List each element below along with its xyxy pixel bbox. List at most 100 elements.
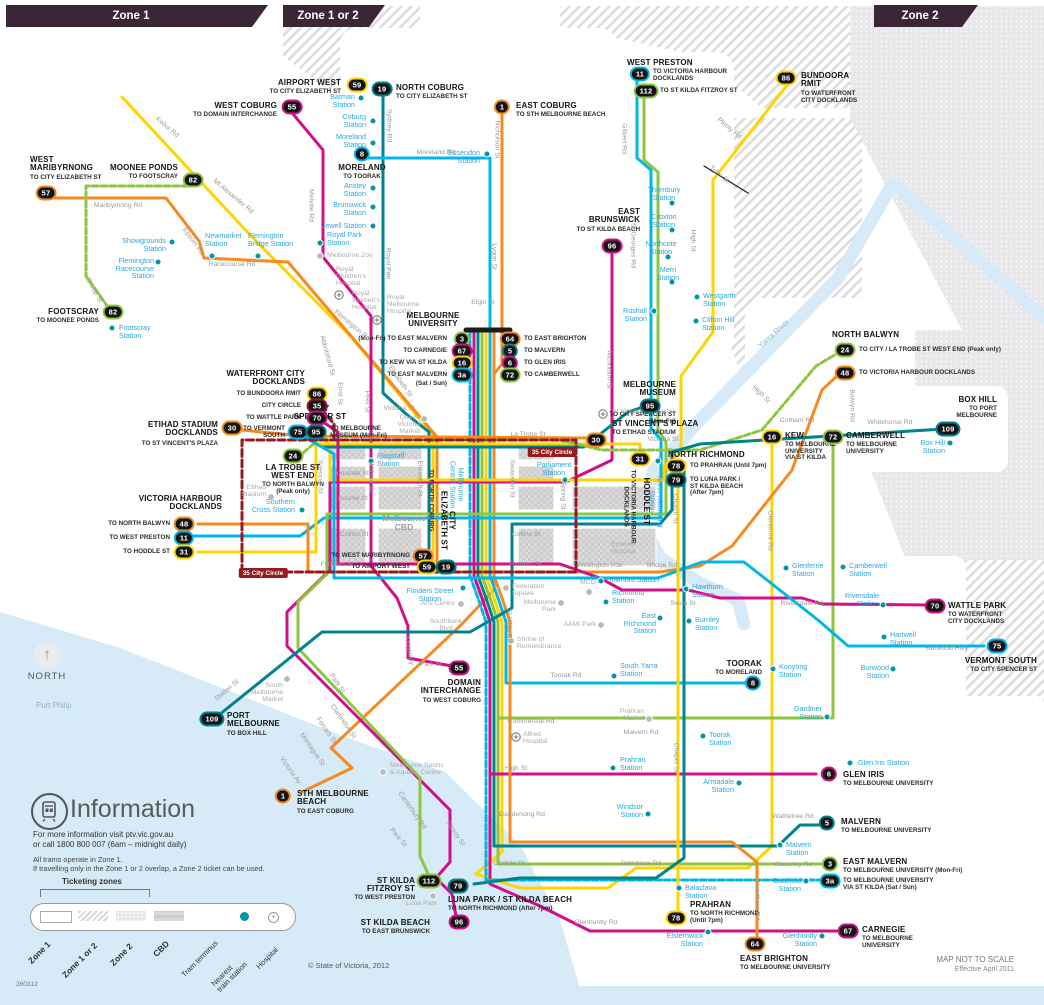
route-line-67 bbox=[472, 330, 842, 933]
train-station-dot bbox=[357, 94, 365, 102]
route-line-1 bbox=[300, 110, 504, 794]
route-line-109 bbox=[212, 427, 946, 721]
train-station-dot bbox=[483, 150, 491, 158]
map-code: 260312 bbox=[16, 981, 38, 988]
train-station-dot bbox=[818, 932, 826, 940]
route-line-79 bbox=[472, 464, 686, 886]
legend-cbd-swatch bbox=[154, 911, 184, 921]
train-station-dot bbox=[946, 439, 954, 447]
landmark-dot bbox=[379, 768, 387, 776]
landmark-dot bbox=[645, 715, 653, 723]
route-line-48 bbox=[196, 373, 840, 574]
train-station-dot bbox=[846, 759, 854, 767]
zone-tab-zone-1: Zone 1 bbox=[6, 5, 268, 27]
landmark-dot bbox=[316, 252, 324, 260]
train-station-dot bbox=[168, 238, 176, 246]
train-station-dot bbox=[316, 239, 324, 247]
route-line-tyler-st bbox=[703, 165, 749, 194]
train-station-dot bbox=[561, 476, 569, 484]
zone-tab-zone-2: Zone 2 bbox=[874, 5, 978, 27]
train-station-dot bbox=[682, 585, 690, 593]
train-station-dot bbox=[668, 278, 676, 286]
route-line-57 bbox=[44, 196, 439, 568]
train-station-dot bbox=[369, 139, 377, 147]
train-station-dot bbox=[602, 598, 610, 606]
route-line-8 bbox=[362, 156, 752, 685]
train-station-dot bbox=[650, 307, 658, 315]
train-station-dot bbox=[668, 226, 676, 234]
train-station-dot bbox=[685, 617, 693, 625]
legend-train-station-dot bbox=[240, 912, 249, 921]
route-line-5 bbox=[476, 330, 822, 848]
info-line1: For more information visit ptv.vic.gov.a… bbox=[33, 830, 174, 839]
train-station-dot bbox=[776, 841, 784, 849]
route-lines bbox=[44, 75, 986, 942]
hospital-icon bbox=[511, 732, 521, 742]
legend-zone2-swatch bbox=[116, 911, 146, 921]
train-station-dot bbox=[699, 732, 707, 740]
landmark-dot bbox=[502, 584, 510, 592]
north-arrow-icon: ↑ bbox=[34, 642, 60, 668]
train-station-dot bbox=[208, 252, 216, 260]
train-station-dot bbox=[769, 665, 777, 673]
train-station-dot bbox=[369, 117, 377, 125]
train-station-dot bbox=[664, 253, 672, 261]
train-station-dot bbox=[298, 506, 306, 514]
train-station-dot bbox=[654, 457, 662, 465]
info-line2: or call 1800 800 007 (6am – midnight dai… bbox=[33, 840, 187, 849]
info-heading: Information bbox=[70, 795, 196, 823]
legend-zone1-swatch bbox=[40, 911, 72, 923]
route-line-86 bbox=[316, 82, 790, 482]
station-dots bbox=[108, 94, 954, 940]
train-station-dot bbox=[610, 672, 618, 680]
landmark-dot bbox=[457, 600, 465, 608]
landmark-dot bbox=[420, 415, 428, 423]
route-line-95 bbox=[320, 406, 642, 449]
train-station-dot bbox=[367, 457, 375, 465]
train-station-dot bbox=[254, 252, 262, 260]
route-line-30 bbox=[240, 428, 592, 440]
route-line-70 bbox=[315, 416, 930, 607]
landmark-dot bbox=[585, 588, 593, 596]
route-line-72 bbox=[480, 330, 835, 720]
ticketing-zones-label: Ticketing zones bbox=[62, 877, 122, 886]
route-line-82 bbox=[84, 184, 190, 312]
landmark-dot bbox=[283, 675, 291, 683]
landmark-dot bbox=[557, 599, 565, 607]
route-line-3a bbox=[468, 330, 822, 882]
train-station-dot bbox=[782, 564, 790, 572]
landmark-dot bbox=[429, 892, 437, 900]
train-station-dot bbox=[154, 258, 162, 266]
hospital-icon bbox=[334, 290, 344, 300]
tram-info-icon bbox=[31, 793, 68, 830]
hospital-icon bbox=[598, 409, 608, 419]
train-station-dot bbox=[369, 222, 377, 230]
legend-hospital-icon: + bbox=[268, 912, 279, 923]
route-line-19 bbox=[381, 92, 431, 568]
copyright: © State of Victoria, 2012 bbox=[308, 961, 390, 970]
train-station-dot bbox=[675, 884, 683, 892]
train-station-dot bbox=[459, 584, 467, 592]
hospital-icon bbox=[372, 315, 382, 325]
train-station-dot bbox=[889, 665, 897, 673]
info-line3: All trams operate in Zone 1. bbox=[33, 855, 123, 864]
route-line-31 bbox=[196, 442, 642, 554]
train-station-dot bbox=[839, 563, 847, 571]
train-station-dot bbox=[879, 601, 887, 609]
train-station-dot bbox=[108, 324, 116, 332]
train-station-dot bbox=[802, 877, 810, 885]
legend-zone1or2-swatch bbox=[78, 911, 108, 921]
train-station-dot bbox=[735, 779, 743, 787]
north-label: NORTH bbox=[27, 671, 67, 682]
train-station-dot bbox=[693, 293, 701, 301]
info-line4: If travelling only in the Zone 1 or 2 ov… bbox=[33, 864, 265, 873]
landmark-dot bbox=[597, 621, 605, 629]
train-station-dot bbox=[704, 928, 712, 936]
route-line-75 bbox=[304, 436, 986, 648]
train-station-dot bbox=[668, 199, 676, 207]
zone-tab-zone-1-or-2: Zone 1 or 2 bbox=[283, 5, 385, 27]
train-station-dot bbox=[369, 203, 377, 211]
landmark-dot bbox=[507, 637, 515, 645]
